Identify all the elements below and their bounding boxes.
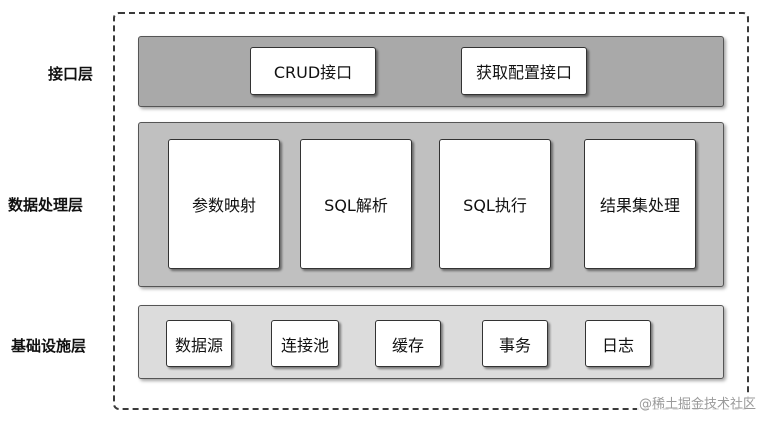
config-interface-box: 获取配置接口 bbox=[461, 47, 587, 95]
log-box: 日志 bbox=[585, 320, 651, 367]
layer-label-interface: 接口层 bbox=[48, 65, 94, 83]
datasource-box: 数据源 bbox=[166, 320, 232, 367]
layer-label-foundation: 基础设施层 bbox=[11, 337, 87, 355]
layer-label-data-processing: 数据处理层 bbox=[8, 196, 84, 214]
watermark: @稀土掘金技术社区 bbox=[636, 393, 758, 412]
sql-execution-box: SQL执行 bbox=[439, 139, 551, 269]
cache-box: 缓存 bbox=[375, 320, 441, 367]
param-mapping-box: 参数映射 bbox=[168, 139, 280, 269]
architecture-boundary bbox=[113, 12, 749, 410]
crud-interface-box: CRUD接口 bbox=[250, 47, 376, 95]
connection-pool-box: 连接池 bbox=[271, 320, 339, 367]
sql-parsing-box: SQL解析 bbox=[300, 139, 412, 269]
resultset-handling-box: 结果集处理 bbox=[584, 139, 696, 269]
interface-layer-band bbox=[138, 36, 724, 107]
transaction-box: 事务 bbox=[482, 320, 548, 367]
